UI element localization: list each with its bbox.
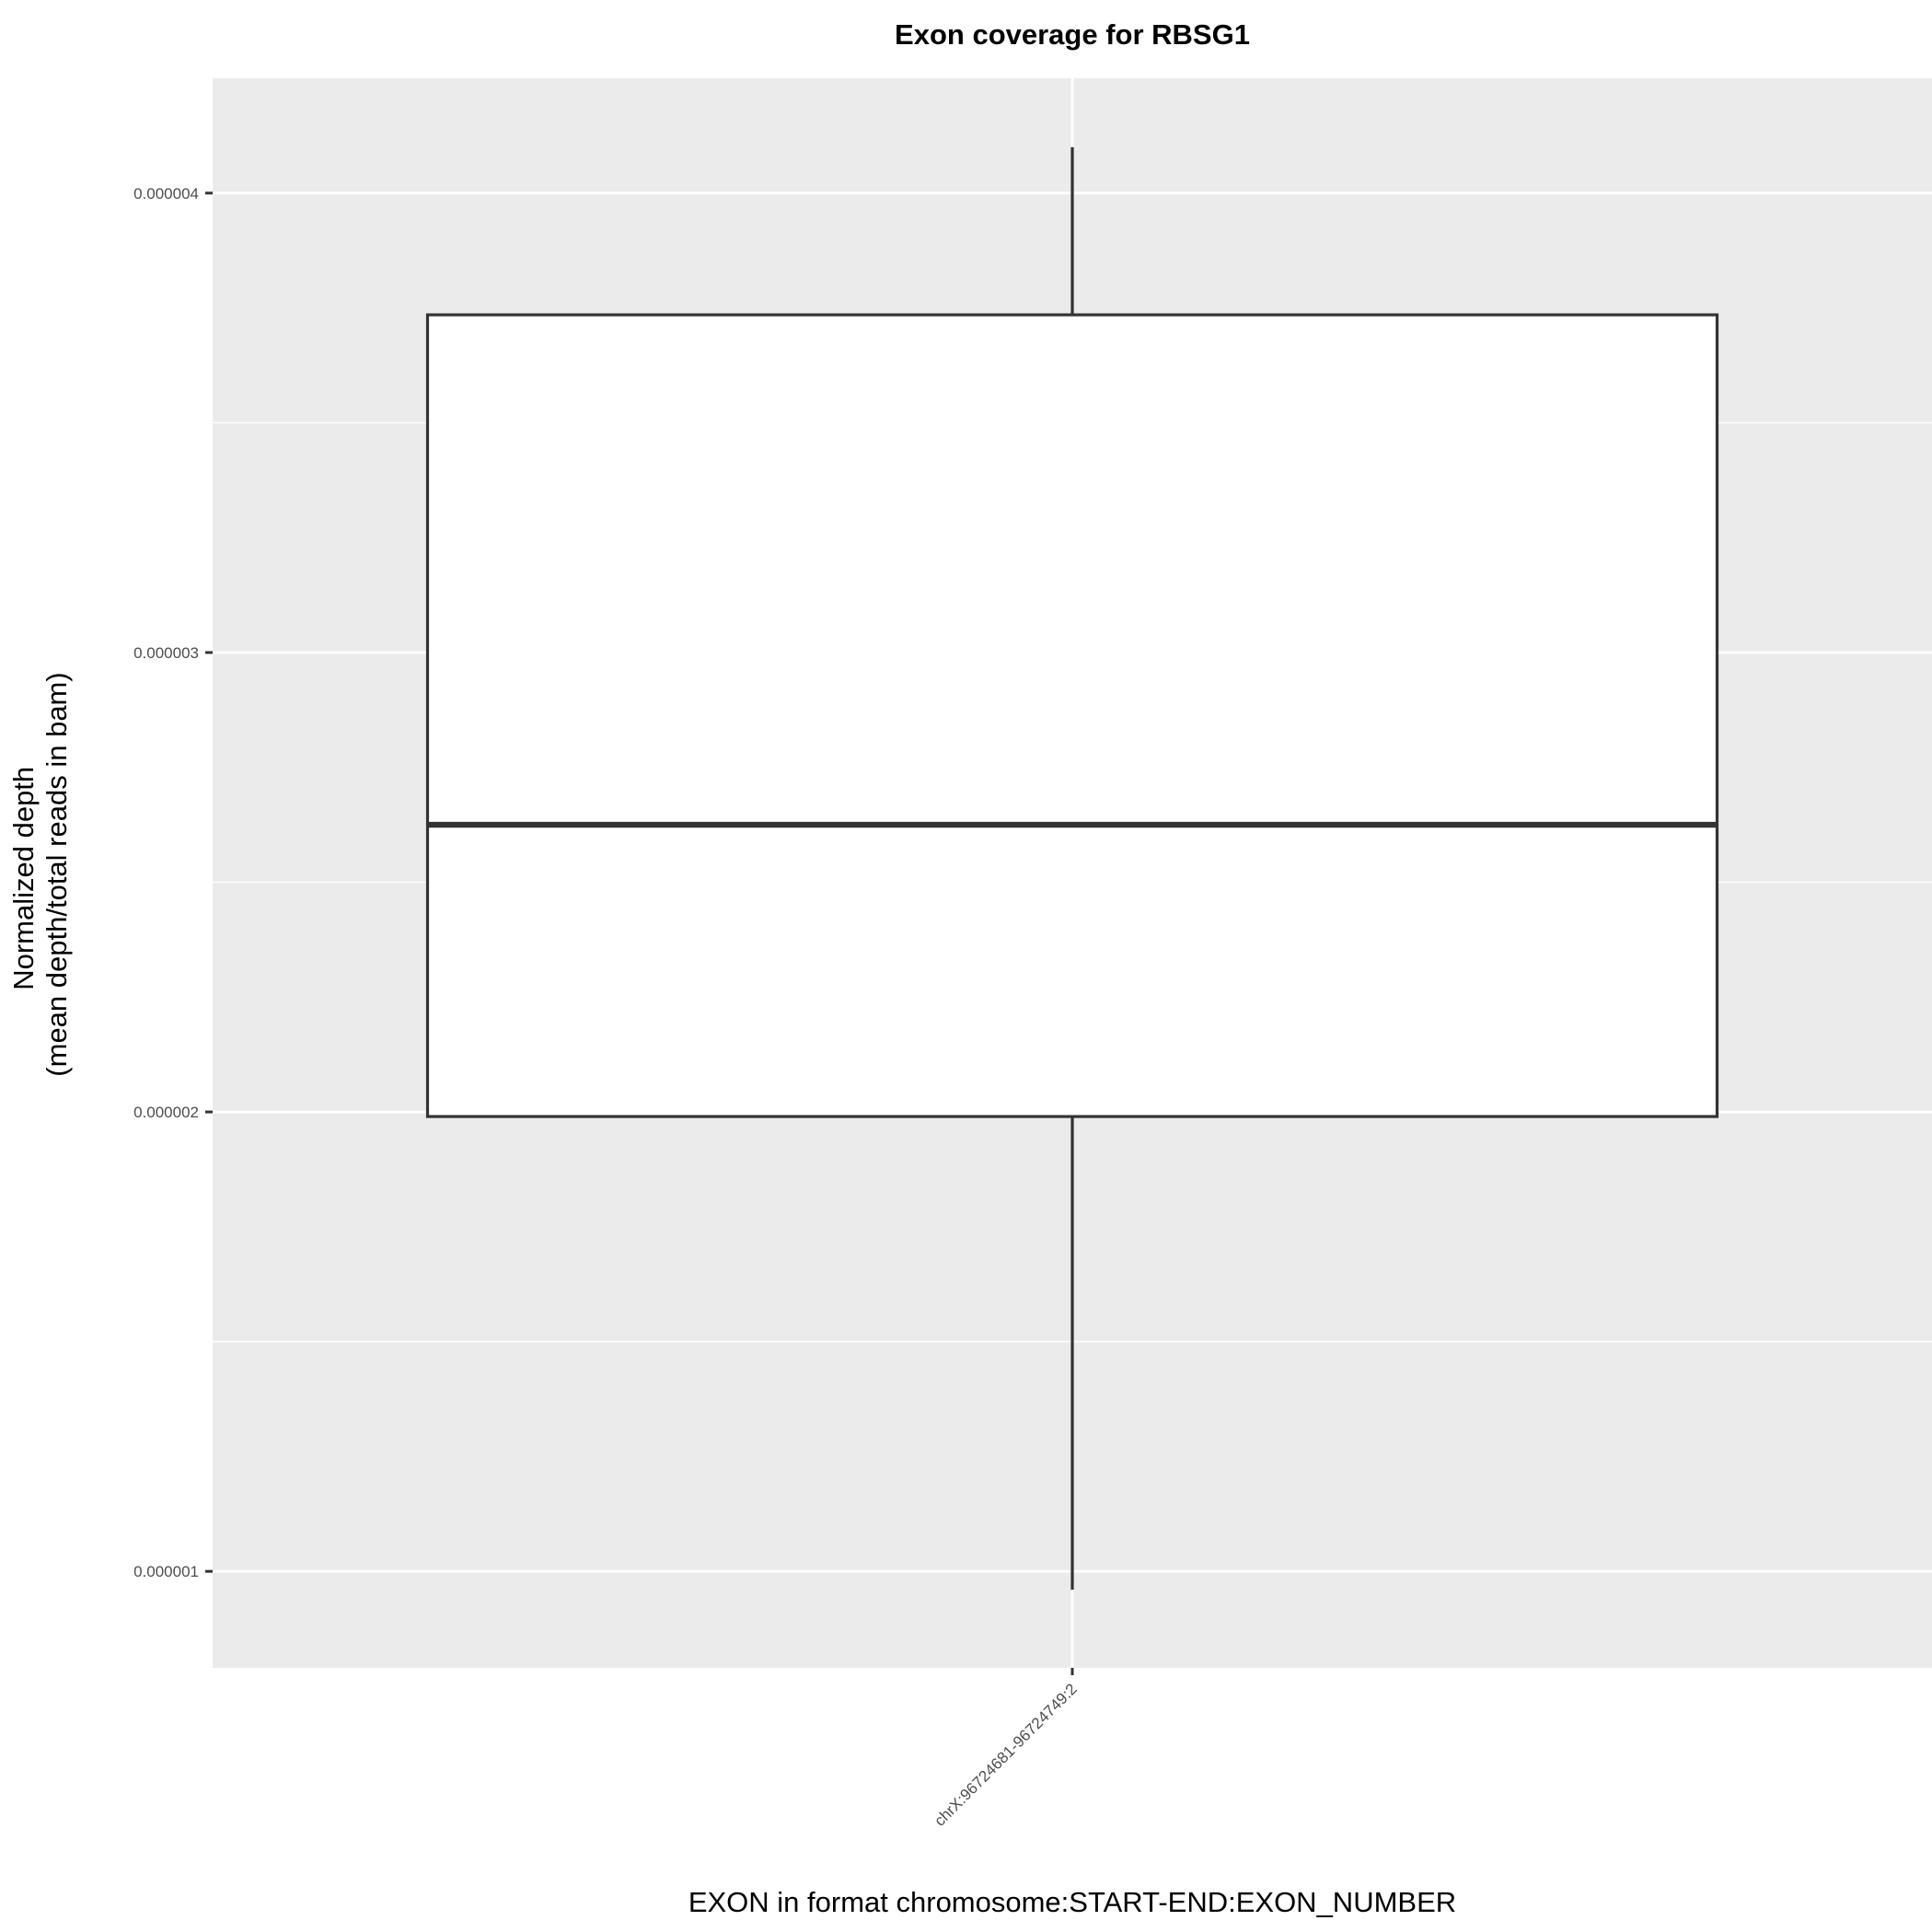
y-axis-title-line-2: (mean depth/total reads in bam) xyxy=(40,672,73,1076)
y-axis-title-line-1: Normalized depth xyxy=(7,767,40,990)
x-axis-title: EXON in format chromosome:START-END:EXON… xyxy=(688,1886,1456,1918)
y-axis: 0.000001 0.000002 0.000003 0.000004 xyxy=(133,185,213,1580)
chart-title: Exon coverage for RBSG1 xyxy=(895,18,1250,51)
y-tick-label: 0.000002 xyxy=(133,1104,199,1121)
y-tick-label: 0.000004 xyxy=(133,185,199,202)
y-tick-label: 0.000003 xyxy=(133,644,199,662)
boxplot-layer xyxy=(425,146,1719,1591)
box-iqr xyxy=(425,313,1719,1118)
y-axis-title: Normalized depth (mean depth/total reads… xyxy=(7,672,73,1076)
y-tick-label: 0.000001 xyxy=(133,1563,199,1580)
